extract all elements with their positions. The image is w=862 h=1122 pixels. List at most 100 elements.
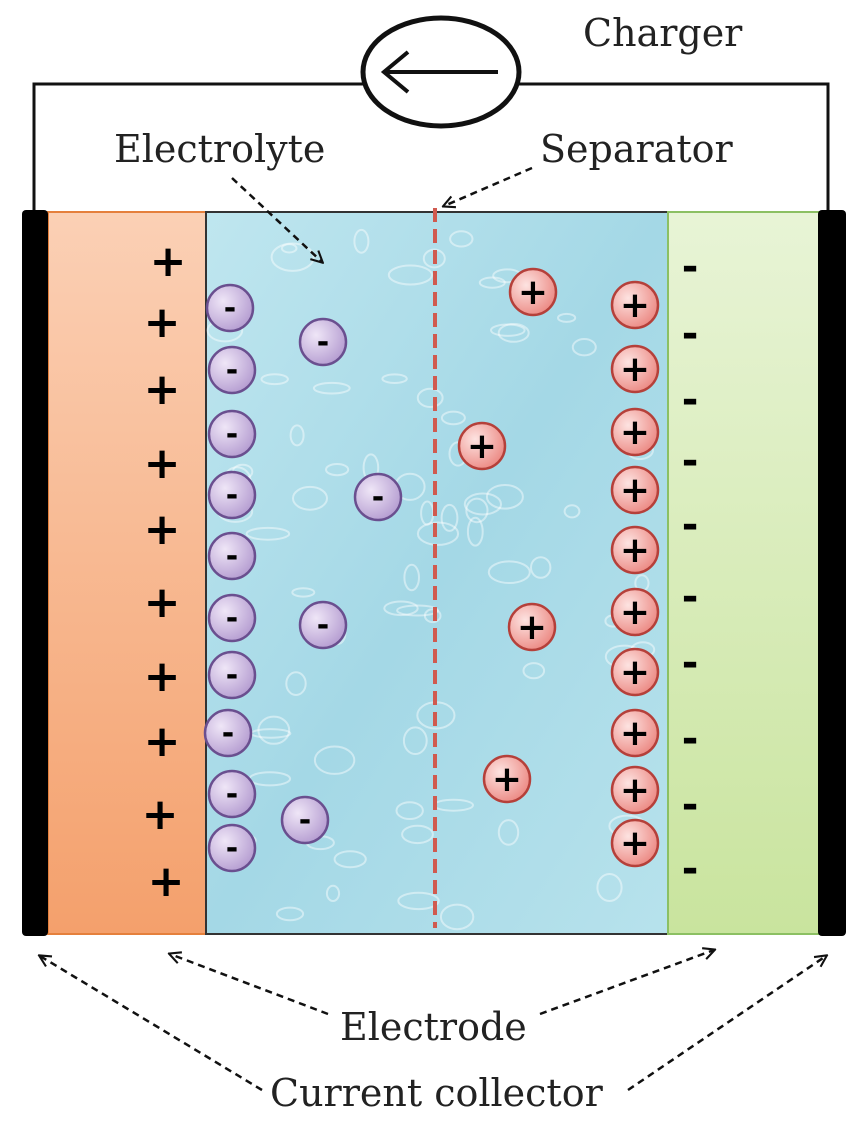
bubble: [563, 504, 581, 519]
cation-icon: +: [610, 344, 660, 394]
bubble: [497, 323, 530, 343]
positive-charge-sign: +: [144, 651, 181, 702]
bubble: [285, 671, 307, 696]
svg-text:+: +: [492, 759, 522, 800]
svg-text:-: -: [226, 417, 238, 452]
anion-icon: -: [207, 470, 257, 520]
bubble: [387, 264, 433, 286]
svg-text:+: +: [620, 823, 650, 864]
positive-charge-sign: +: [148, 856, 185, 907]
bubble: [497, 819, 520, 846]
current-collector-arrow-left: [40, 956, 263, 1092]
left-electrode-charges: ++++++++++: [142, 236, 187, 907]
cation-icon: +: [610, 587, 660, 637]
right-current-collector: [818, 210, 846, 936]
svg-text:-: -: [224, 291, 236, 326]
svg-text:+: +: [620, 412, 650, 453]
svg-text:+: +: [620, 770, 650, 811]
bubble: [463, 492, 502, 516]
bubble: [245, 526, 291, 541]
anion-icon: -: [353, 472, 403, 522]
cation-icon: +: [507, 602, 557, 652]
svg-text:-: -: [372, 480, 384, 515]
bubble: [353, 228, 370, 254]
svg-text:-: -: [226, 831, 238, 866]
cation-icon: +: [610, 407, 660, 457]
anion-icon: -: [203, 708, 253, 758]
anion-icon: -: [207, 823, 257, 873]
bubble: [333, 850, 367, 869]
bubble: [403, 563, 421, 592]
separator-arrow: [444, 166, 533, 206]
cation-icon: +: [610, 525, 660, 575]
cation-icon: +: [610, 280, 660, 330]
positive-charge-sign: +: [144, 716, 181, 767]
svg-text:+: +: [620, 470, 650, 511]
bubble: [275, 906, 305, 922]
bubble: [257, 715, 291, 745]
negative-charge-sign: -: [682, 640, 699, 686]
right-electrode: [667, 211, 821, 935]
cations: + + + + + + + + + + + + + +: [457, 267, 660, 868]
svg-text:+: +: [620, 652, 650, 693]
right-electrode-charges: ----------: [682, 244, 699, 892]
positive-charge-sign: +: [144, 438, 181, 489]
svg-text:-: -: [222, 716, 234, 751]
cation-icon: +: [610, 647, 660, 697]
bubble: [466, 516, 484, 547]
bubble: [325, 884, 341, 903]
bubble: [557, 312, 577, 323]
positive-charge-sign: +: [144, 577, 181, 628]
svg-text:-: -: [317, 325, 329, 360]
bubble: [422, 248, 446, 269]
bubble: [478, 276, 506, 289]
positive-charge-sign: +: [150, 236, 187, 287]
bubble: [325, 463, 350, 477]
bubble: [530, 556, 552, 579]
cation-icon: +: [508, 267, 558, 317]
bubble: [313, 745, 356, 775]
cation-icon: +: [610, 465, 660, 515]
current-collector-label: Current collector: [270, 1071, 604, 1115]
bubble: [487, 560, 531, 585]
negative-charge-sign: -: [682, 782, 699, 828]
anion-icon: -: [207, 409, 257, 459]
bubble: [397, 891, 440, 911]
current-collector-arrow-right: [627, 956, 826, 1092]
svg-text:+: +: [467, 426, 497, 467]
bubble: [396, 604, 439, 617]
negative-charge-sign: -: [682, 574, 699, 620]
svg-text:-: -: [226, 353, 238, 388]
cation-icon: +: [610, 818, 660, 868]
bubble: [402, 726, 428, 756]
bubble: [395, 801, 424, 820]
cation-icon: +: [457, 421, 507, 471]
svg-text:+: +: [620, 713, 650, 754]
electrode-arrow-left: [170, 954, 329, 1016]
svg-text:-: -: [226, 539, 238, 574]
svg-text:-: -: [226, 478, 238, 513]
bubble: [280, 243, 298, 254]
cation-icon: +: [482, 754, 532, 804]
bubble: [485, 484, 524, 510]
anion-icon: -: [207, 593, 257, 643]
electrolyte-label: Electrolyte: [114, 127, 325, 171]
charger-icon: [360, 15, 522, 129]
bubble: [289, 424, 305, 447]
bubble: [291, 587, 316, 598]
negative-charge-sign: -: [682, 502, 699, 548]
anion-icon: -: [280, 795, 330, 845]
left-current-collector: [22, 210, 48, 936]
electrode-arrow-right: [539, 950, 714, 1016]
negative-charge-sign: -: [682, 244, 699, 290]
bubble: [416, 521, 460, 546]
bubble: [439, 903, 475, 931]
bubble: [312, 381, 351, 395]
svg-text:+: +: [620, 285, 650, 326]
bubble: [383, 600, 419, 617]
svg-text:-: -: [226, 777, 238, 812]
svg-text:+: +: [517, 607, 547, 648]
bubble: [449, 230, 474, 248]
bubble: [423, 608, 442, 624]
